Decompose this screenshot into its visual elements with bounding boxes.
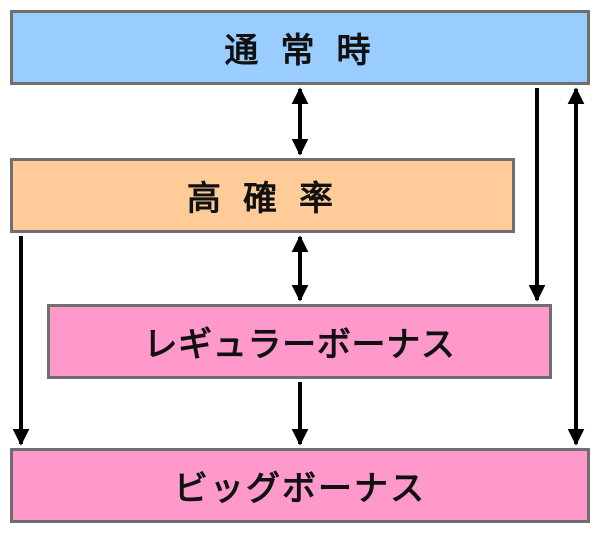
node-big-bonus: ビッグボーナス — [10, 448, 590, 523]
node-high-probability-label: 高 確 率 — [186, 179, 339, 219]
node-high-probability: 高 確 率 — [10, 158, 515, 233]
node-normal-label: 通 常 時 — [224, 31, 376, 71]
node-regular-bonus: レギュラーボーナス — [47, 304, 552, 379]
node-big-bonus-label: ビッグボーナス — [173, 469, 427, 509]
node-normal: 通 常 時 — [10, 10, 590, 85]
node-regular-bonus-label: レギュラーボーナス — [143, 325, 456, 365]
